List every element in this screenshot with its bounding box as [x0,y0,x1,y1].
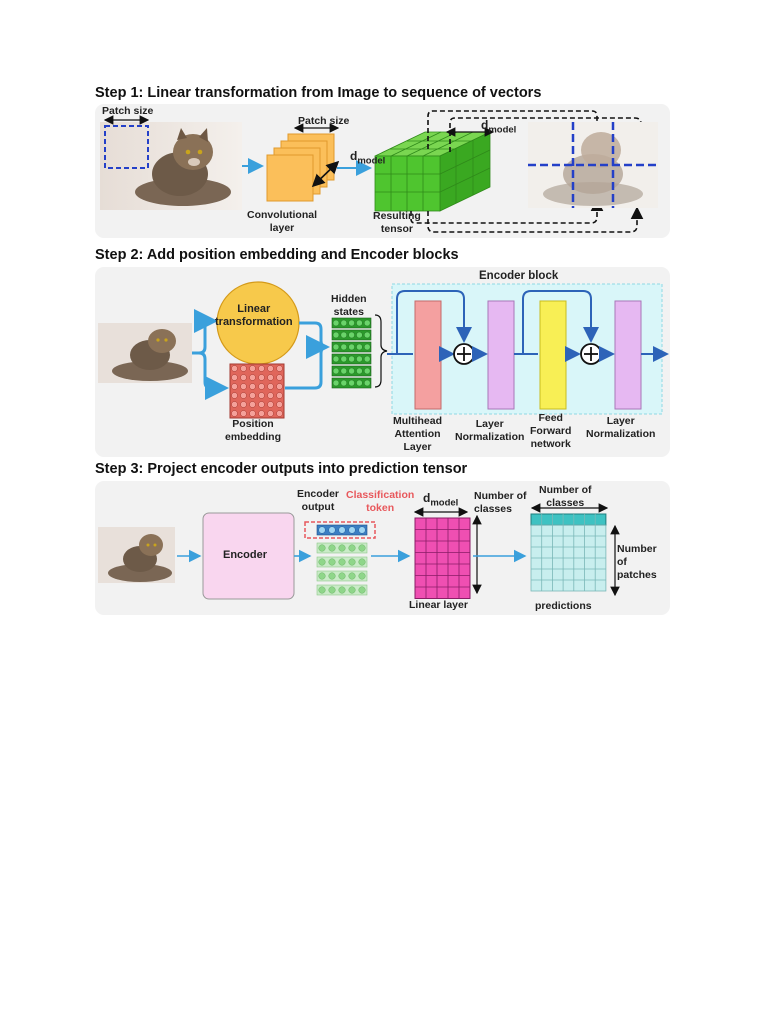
step2-diagram [98,281,669,419]
hidden-states-stack [331,317,372,389]
patched-cat-image [528,122,658,208]
linear-layer-grid [414,517,471,599]
encoder-output-stack [316,524,368,596]
step2-title: Step 2: Add position embedding and Encod… [95,247,459,263]
cat-image [98,323,192,383]
layer-norm-bar-2 [614,300,642,410]
d-label-2: d [481,118,489,132]
d-model-label: dmodel [350,150,385,167]
encoder-label: Encoder [223,549,268,561]
d-model-label: dmodel [423,492,458,509]
step1-diagram [100,110,658,233]
d-label: d [423,491,431,505]
cat-image [98,527,175,583]
step3-diagram [98,503,620,600]
feed-forward-bar [539,300,567,410]
patch-size-label-left: Patch size [102,105,154,117]
multihead-attention-bar [414,300,442,410]
d-model-label-2: dmodel [481,119,516,136]
step1-panel: Patch size Patch size dmodel Convolution… [95,104,670,238]
predictions-grid [530,513,607,592]
layer-norm-bar-1 [487,300,515,410]
model-subscript: model [430,497,459,509]
step3-title: Step 3: Project encoder outputs into pre… [95,461,468,477]
step1-title: Step 1: Linear transformation from Image… [95,85,542,101]
classification-token-box [304,521,376,539]
position-embedding-grid [229,363,285,419]
convolutional-layer-stack [266,133,335,202]
d-label: d [350,149,358,163]
model-subscript: model [357,155,386,167]
patch-box [104,125,149,169]
linear-layer-label: Linear layer [409,599,468,611]
model-subscript-2: model [488,124,517,136]
resulting-tensor [374,131,491,212]
cat-image [100,122,242,210]
patch-size-label-top: Patch size [298,115,350,127]
predictions-label: predictions [535,600,592,612]
encoder-block-label: Encoder block [479,270,559,282]
